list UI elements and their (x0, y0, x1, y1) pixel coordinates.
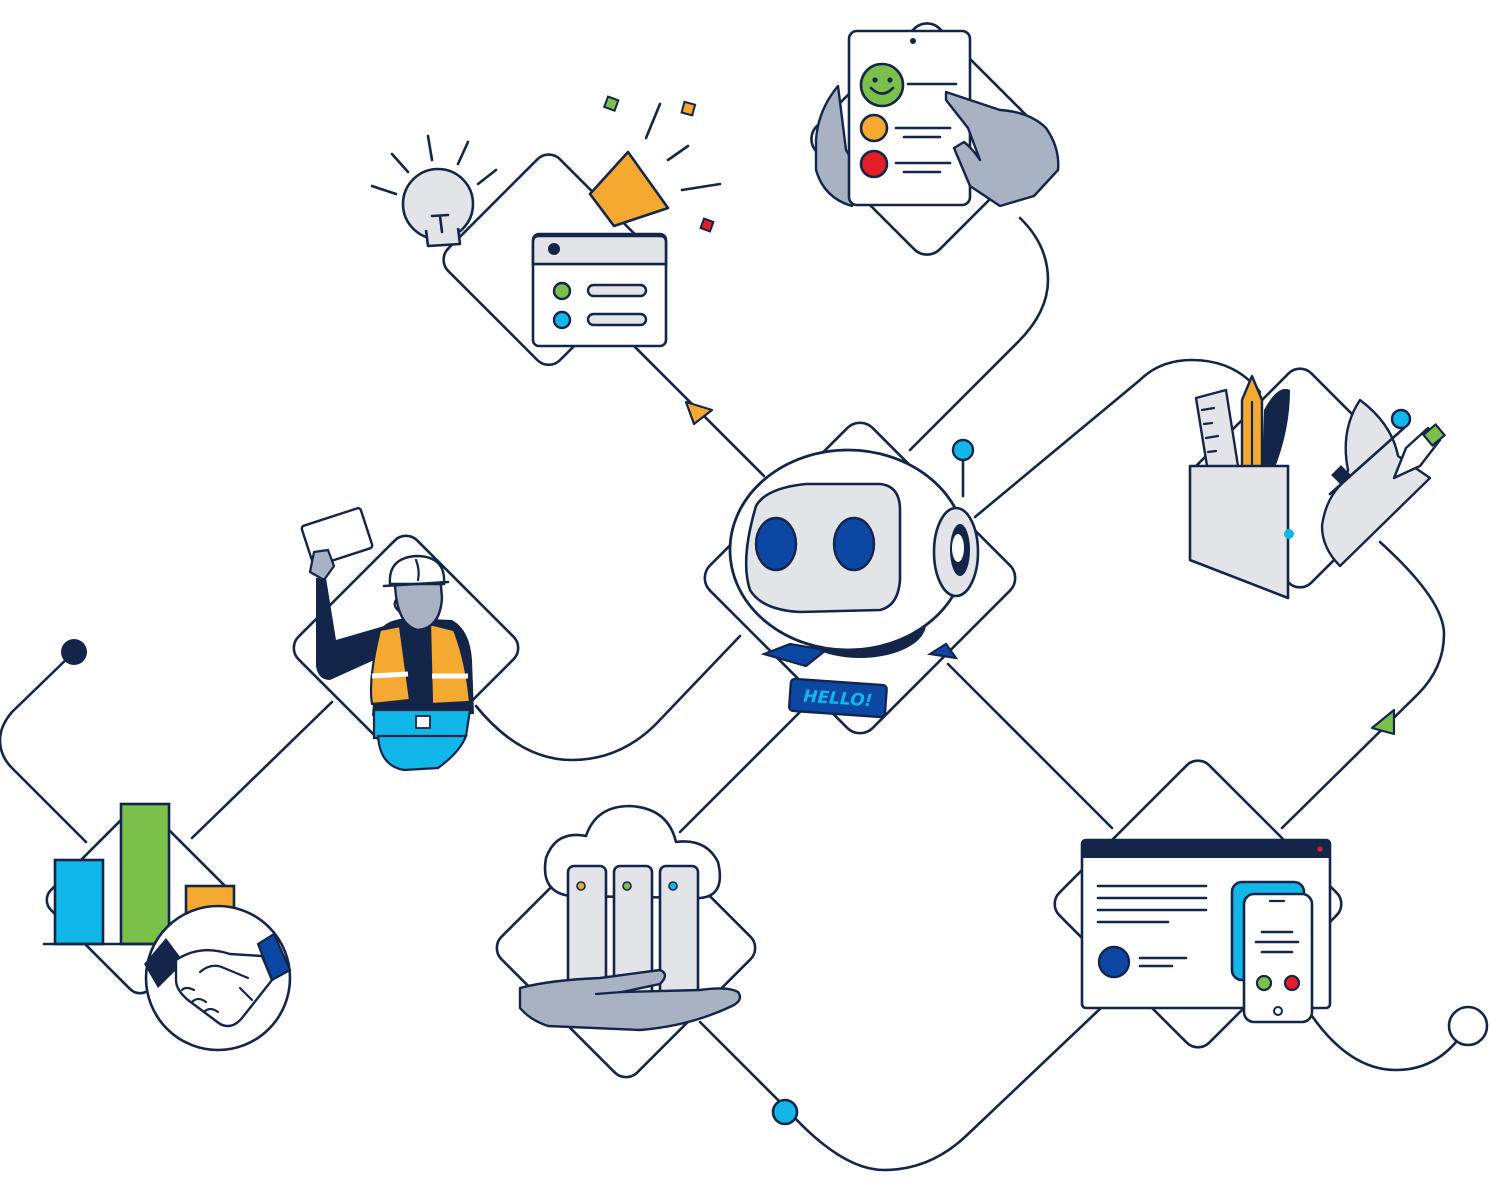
arrow-green-icon (1370, 708, 1396, 736)
connector-robot-pencils (973, 358, 1262, 519)
robot-icon: HELLO! (728, 438, 980, 719)
lightbulb-icon (370, 134, 498, 248)
start-dot (61, 639, 87, 665)
connector-start (0, 650, 88, 844)
construction-worker-icon (300, 507, 474, 772)
connector-chart-worker (190, 700, 334, 840)
pencil-cup-icon (1188, 374, 1447, 600)
megaphone-icon (588, 95, 722, 233)
connector-robot-tablet (908, 216, 1050, 452)
tablet-survey-icon (814, 29, 1060, 208)
cloud-servers-icon (518, 804, 742, 1032)
connector-lines (0, 216, 1458, 1172)
connector-robot-cloud (678, 702, 810, 834)
path-node-dot (771, 1098, 799, 1126)
handshake-icon (144, 904, 292, 1052)
hello-badge-text: HELLO! (803, 687, 873, 712)
browser-window-icon (531, 232, 668, 348)
end-circle (1447, 1005, 1489, 1047)
connector-cloud-desktop (698, 986, 1124, 1172)
connector-pencils-desktop (1280, 540, 1446, 830)
connector-end (1310, 1014, 1458, 1072)
arrow-orange-icon (684, 400, 714, 426)
connector-worker-robot (474, 634, 742, 762)
desktop-mobile-icon (1080, 838, 1332, 1024)
connector-robot-desktop (946, 662, 1114, 830)
